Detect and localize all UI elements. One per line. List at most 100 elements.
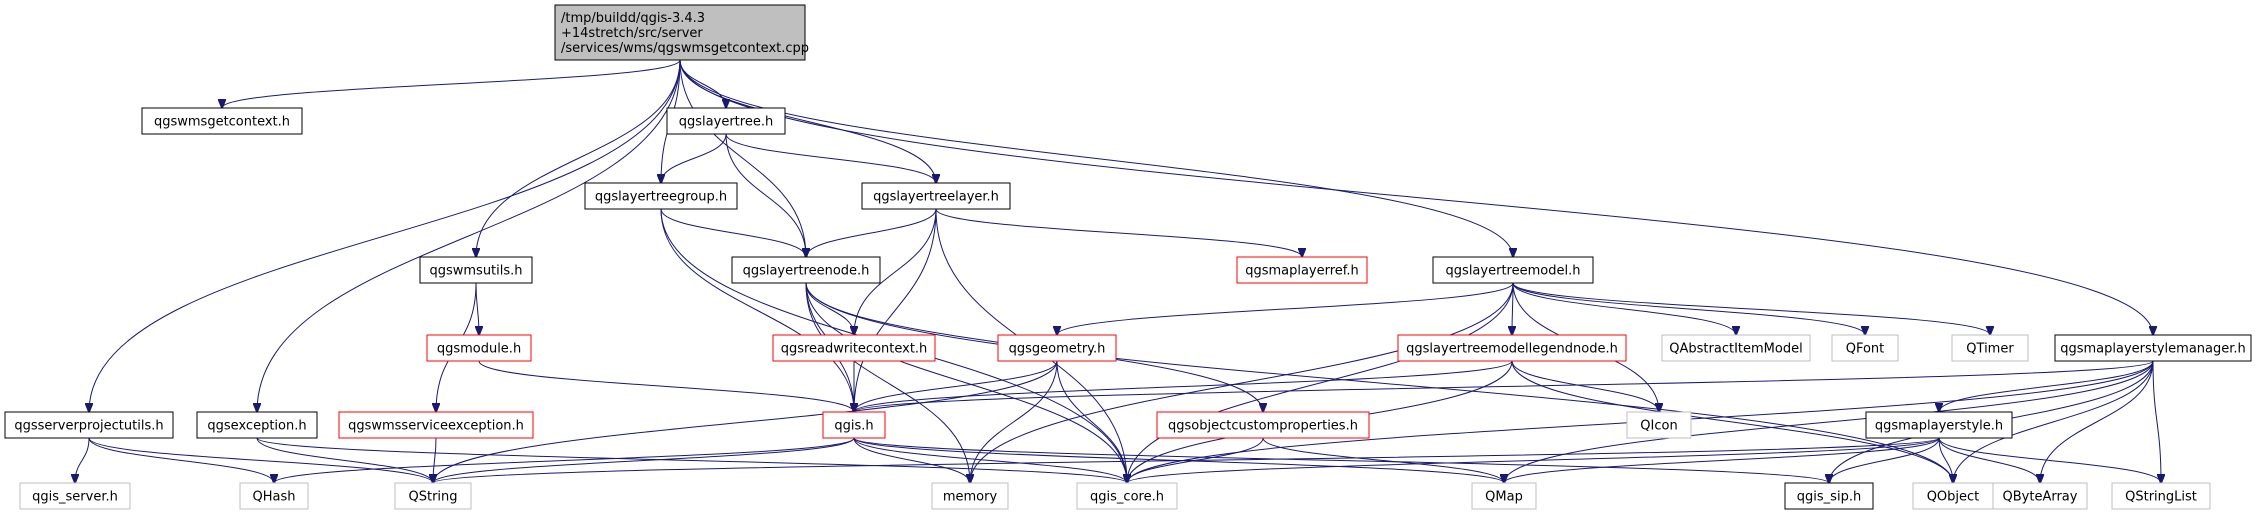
node-label-serviceexception_h: qgswmsserviceexception.h [348, 419, 524, 434]
node-getcontext_h[interactable]: qgswmsgetcontext.h [141, 107, 303, 135]
edge-root-to-exception_h [257, 59, 681, 412]
edge-exception_h-to-qstring [256, 437, 433, 483]
node-qgis_server_h[interactable]: qgis_server.h [19, 482, 131, 510]
node-layertree_h[interactable]: qgslayertree.h [666, 107, 786, 135]
node-modellegendnode_h[interactable]: qgslayertreemodellegendnode.h [1397, 334, 1627, 362]
edge-maplayerstyle_h-to-qstring [433, 437, 1940, 483]
edge-qgis_h-to-qgis_sip_h [853, 437, 1829, 483]
nodes-layer: /tmp/buildd/qgis-3.4.3+14stretch/src/ser… [4, 4, 2252, 510]
node-label-getcontext_h: qgswmsgetcontext.h [154, 115, 290, 130]
edge-serverprojectutils_h-to-qhash [88, 437, 274, 483]
edge-serverprojectutils_h-to-qstring [88, 437, 433, 483]
edge-modellegendnode_h-to-qgis_h [854, 360, 1513, 412]
edge-stylemanager_h-to-maplayerstyle_h [1939, 360, 2154, 412]
edge-module_h-to-qgis_h [478, 360, 854, 412]
node-qmap[interactable]: QMap [1471, 482, 1537, 510]
edge-geometry_h-to-memory [970, 360, 1058, 483]
node-serviceexception_h[interactable]: qgswmsserviceexception.h [338, 411, 534, 439]
node-box-qgis_sip_h [1784, 482, 1874, 510]
node-qstringlist[interactable]: QStringList [2111, 482, 2211, 510]
node-abstractitemmodel[interactable]: QAbstractItemModel [1661, 334, 1811, 362]
edge-layertreelayer_h-to-qgis_h [854, 208, 937, 412]
node-customprops_h[interactable]: qgsobjectcustomproperties.h [1156, 411, 1370, 439]
edge-serverprojectutils_h-to-qgis_server_h [75, 437, 90, 483]
node-label-qobject: QObject [1927, 490, 1980, 505]
edge-layertreemodel_h-to-qgis_core_h [1127, 282, 1514, 483]
node-label-exception_h: qgsexception.h [207, 419, 306, 434]
node-box-customprops_h [1156, 411, 1370, 439]
node-layertreenode_h[interactable]: qgslayertreenode.h [731, 256, 881, 284]
node-qobject[interactable]: QObject [1912, 482, 1994, 510]
node-qicon[interactable]: QIcon [1626, 411, 1692, 439]
edge-layertreegroup_h-to-qgis_h [660, 208, 854, 412]
node-qgis_h[interactable]: qgis.h [822, 411, 886, 439]
edge-layertreelayer_h-to-maplayerref_h [935, 208, 1302, 257]
node-label-layertree_h: qgslayertree.h [679, 115, 773, 130]
node-stylemanager_h[interactable]: qgsmaplayerstylemanager.h [2054, 334, 2252, 362]
node-qgis_core_h[interactable]: qgis_core.h [1076, 482, 1178, 510]
node-box-layertreegroup_h [584, 182, 738, 210]
node-memory[interactable]: memory [931, 482, 1009, 510]
node-label-root-line2: /services/wms/qgswmsgetcontext.cpp [561, 41, 809, 56]
edge-modellegendnode_h-to-qicon [1511, 360, 1659, 412]
node-box-layertreenode_h [731, 256, 881, 284]
edge-layertree_h-to-layertreegroup_h [661, 133, 727, 183]
node-box-serviceexception_h [338, 411, 534, 439]
node-label-qgis_h: qgis.h [834, 419, 873, 434]
edge-maplayerstyle_h-to-qstringlist [1938, 437, 2161, 483]
edge-layertreegroup_h-to-layertreenode_h [660, 208, 806, 257]
node-wmsutils_h[interactable]: qgswmsutils.h [419, 256, 533, 284]
edge-root-to-layertree_h [679, 59, 726, 108]
edge-layertreenode_h-to-memory [805, 282, 970, 483]
node-module_h[interactable]: qgsmodule.h [426, 334, 532, 362]
node-qstring[interactable]: QString [394, 482, 472, 510]
node-box-getcontext_h [141, 107, 303, 135]
edge-maplayerstyle_h-to-qgis_sip_h [1829, 437, 1940, 483]
edge-wmsutils_h-to-module_h [476, 282, 479, 335]
edge-layertreemodel_h-to-qtimer [1512, 282, 1990, 335]
node-label-qmap: QMap [1485, 490, 1523, 505]
node-box-qicon [1626, 411, 1692, 439]
node-layertreegroup_h[interactable]: qgslayertreegroup.h [584, 182, 738, 210]
node-label-qicon: QIcon [1640, 419, 1677, 434]
node-label-qstring: QString [408, 490, 457, 505]
edge-layertreemodel_h-to-geometry_h [1057, 282, 1514, 335]
node-readwritecontext_h[interactable]: qgsreadwritecontext.h [772, 334, 936, 362]
node-box-layertreemodel_h [1432, 256, 1594, 284]
edge-layertreemodel_h-to-abstractitemmodel [1512, 282, 1736, 335]
node-serverprojectutils_h[interactable]: qgsserverprojectutils.h [4, 411, 174, 439]
node-maplayerstyle_h[interactable]: qgsmaplayerstyle.h [1865, 411, 2013, 439]
node-label-customprops_h: qgsobjectcustomproperties.h [1168, 419, 1358, 434]
node-label-qtimer: QTimer [1966, 342, 2014, 357]
node-geometry_h[interactable]: qgsgeometry.h [997, 334, 1117, 362]
node-root[interactable]: /tmp/buildd/qgis-3.4.3+14stretch/src/ser… [554, 4, 809, 61]
edge-layertreemodel_h-to-qfont [1512, 282, 1865, 335]
node-layertreelayer_h[interactable]: qgslayertreelayer.h [861, 182, 1011, 210]
edge-layertreenode_h-to-qobject [805, 282, 1953, 483]
node-layertreemodel_h[interactable]: qgslayertreemodel.h [1432, 256, 1594, 284]
node-label-stylemanager_h: qgsmaplayerstylemanager.h [2060, 342, 2246, 357]
node-qtimer[interactable]: QTimer [1951, 334, 2029, 362]
edge-root-to-getcontext_h [222, 59, 681, 108]
node-box-layertree_h [666, 107, 786, 135]
edge-stylemanager_h-to-qstringlist [2152, 360, 2161, 483]
edge-layertree_h-to-layertreelayer_h [725, 133, 936, 183]
node-box-readwritecontext_h [772, 334, 936, 362]
node-label-qbytearray: QByteArray [2003, 490, 2078, 505]
edge-layertreenode_h-to-readwritecontext_h [805, 282, 854, 335]
node-maplayerref_h[interactable]: qgsmaplayerref.h [1236, 256, 1368, 284]
node-label-qgis_server_h: qgis_server.h [32, 490, 118, 505]
node-qhash[interactable]: QHash [239, 482, 309, 510]
edge-layertreelayer_h-to-layertreenode_h [806, 208, 937, 257]
node-label-layertreegroup_h: qgslayertreegroup.h [595, 190, 727, 205]
node-exception_h[interactable]: qgsexception.h [196, 411, 318, 439]
node-box-qstringlist [2111, 482, 2211, 510]
node-label-qhash: QHash [253, 490, 296, 505]
node-box-abstractitemmodel [1661, 334, 1811, 362]
edge-root-to-wmsutils_h [476, 59, 681, 257]
node-box-qhash [239, 482, 309, 510]
node-qfont[interactable]: QFont [1831, 334, 1899, 362]
node-qgis_sip_h[interactable]: qgis_sip.h [1784, 482, 1874, 510]
node-qbytearray[interactable]: QByteArray [1992, 482, 2088, 510]
